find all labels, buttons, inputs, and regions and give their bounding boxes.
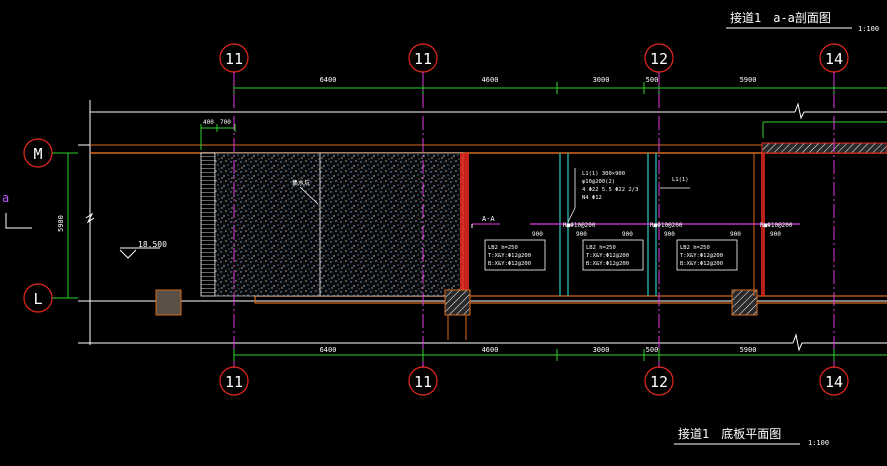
svg-text:T:X&Y:Φ12@200: T:X&Y:Φ12@200 — [586, 253, 629, 259]
svg-text:900: 900 — [770, 231, 781, 238]
svg-text:R■Φ10@200: R■Φ10@200 — [650, 222, 683, 229]
axis-bubble-bottom-12: 12 — [644, 366, 674, 396]
svg-text:900: 900 — [532, 231, 543, 238]
stair-ladder — [200, 152, 216, 297]
svg-text:11: 11 — [414, 50, 432, 68]
pit-region: 集水坑 — [214, 152, 469, 297]
axis-bubble-top-14: 14 — [819, 43, 849, 73]
section-mark-AA: A-A — [471, 215, 495, 228]
svg-text:6400: 6400 — [320, 346, 337, 354]
slab-box-3: LB2 h=250 T:X&Y:Φ12@200 B:X&Y:Φ12@200 — [676, 239, 738, 271]
svg-text:5900: 5900 — [740, 346, 757, 354]
svg-text:T:X&Y:Φ12@200: T:X&Y:Φ12@200 — [488, 253, 531, 259]
elevation-mark: 18.500 — [119, 240, 167, 259]
svg-text:500: 500 — [646, 346, 659, 354]
svg-text:R■Φ10@200: R■Φ10@200 — [760, 222, 793, 229]
title-top: 接道1 a-a剖面图 1:100 — [726, 10, 879, 33]
slab-box-2: LB2 h=250 T:X&Y:Φ12@200 B:X&Y:Φ12@200 — [582, 239, 644, 271]
axis-bubble-bottom-14: 14 — [819, 366, 849, 396]
svg-text:900: 900 — [576, 231, 587, 238]
svg-text:B:X&Y:Φ12@200: B:X&Y:Φ12@200 — [680, 261, 723, 267]
axis-bubble-bottom-11a: 11 — [219, 366, 249, 396]
axis-bubble-L: L — [23, 283, 53, 313]
svg-text:14: 14 — [825, 50, 843, 68]
svg-text:400: 400 — [203, 119, 214, 126]
axis-bubble-top-11a: 11 — [219, 43, 249, 73]
svg-text:11: 11 — [225, 50, 243, 68]
svg-text:R■Φ10@200: R■Φ10@200 — [563, 222, 596, 229]
svg-text:A-A: A-A — [482, 215, 495, 223]
rebar-marks: R■Φ10@200 R■Φ10@200 R■Φ10@200 900 900 90… — [532, 222, 793, 238]
svg-text:T:X&Y:Φ12@200: T:X&Y:Φ12@200 — [680, 253, 723, 259]
slab-box-1: LB2 h=250 T:X&Y:Φ12@200 B:X&Y:Φ12@200 — [484, 239, 546, 271]
svg-text:B:X&Y:Φ12@200: B:X&Y:Φ12@200 — [488, 261, 531, 267]
beam-note: L1(1) 300×900 φ10@200(2) 4 Φ22 5.5 Φ22 2… — [567, 168, 690, 223]
title-bottom: 接道1 底板平面图 1:100 — [674, 426, 829, 447]
svg-text:N4 Φ12: N4 Φ12 — [582, 195, 602, 201]
svg-text:B:X&Y:Φ12@200: B:X&Y:Φ12@200 — [586, 261, 629, 267]
svg-text:11: 11 — [414, 373, 432, 391]
axis-bubble-M: M — [23, 138, 53, 168]
svg-text:L1(1): L1(1) — [672, 177, 689, 183]
svg-text:a: a — [2, 191, 9, 205]
svg-text:12: 12 — [650, 373, 668, 391]
svg-text:900: 900 — [622, 231, 633, 238]
axis-bubbles-top: 11 11 12 14 — [219, 43, 849, 73]
column-blocks — [155, 153, 765, 340]
svg-text:700: 700 — [220, 119, 231, 126]
dimension-bottom: 6400 4600 3000 500 5900 — [233, 346, 887, 361]
dimension-small: 400 700 — [200, 119, 236, 150]
svg-text:LB2 h=250: LB2 h=250 — [586, 245, 616, 251]
axis-lines — [233, 72, 835, 368]
axis-bubbles-bottom: 11 11 12 14 — [219, 366, 849, 396]
section-mark-a: a — [2, 191, 32, 229]
svg-text:12: 12 — [650, 50, 668, 68]
svg-text:3000: 3000 — [593, 346, 610, 354]
svg-text:900: 900 — [664, 231, 675, 238]
svg-text:4 Φ22 5.5 Φ22 2/3: 4 Φ22 5.5 Φ22 2/3 — [582, 187, 638, 193]
title-bottom-text: 接道1 底板平面图 — [678, 426, 781, 441]
svg-text:M: M — [33, 145, 42, 163]
dim-vertical: 5900 — [57, 215, 65, 232]
pit-label: 集水坑 — [292, 179, 310, 187]
svg-text:4600: 4600 — [482, 346, 499, 354]
svg-text:L: L — [33, 290, 42, 308]
svg-text:900: 900 — [730, 231, 741, 238]
dimension-top: 6400 4600 3000 500 5900 — [233, 76, 887, 94]
svg-text:4600: 4600 — [482, 76, 499, 84]
svg-text:14: 14 — [825, 373, 843, 391]
svg-text:18.500: 18.500 — [138, 240, 167, 249]
svg-text:LB2 h=250: LB2 h=250 — [488, 245, 518, 251]
title-bottom-scale: 1:100 — [808, 439, 829, 447]
svg-text:6400: 6400 — [320, 76, 337, 84]
svg-text:φ10@200(2): φ10@200(2) — [582, 179, 615, 185]
axis-bubble-bottom-11b: 11 — [408, 366, 438, 396]
svg-text:LB2 h=250: LB2 h=250 — [680, 245, 710, 251]
axis-bubble-top-12: 12 — [644, 43, 674, 73]
svg-text:11: 11 — [225, 373, 243, 391]
svg-text:500: 500 — [646, 76, 659, 84]
title-top-text: 接道1 a-a剖面图 — [730, 10, 831, 25]
svg-text:3000: 3000 — [593, 76, 610, 84]
svg-text:5900: 5900 — [740, 76, 757, 84]
axis-bubble-top-11b: 11 — [408, 43, 438, 73]
svg-text:L1(1) 300×900: L1(1) 300×900 — [582, 171, 625, 177]
title-top-scale: 1:100 — [858, 25, 879, 33]
axis-bubbles-left: M L 5900 — [23, 138, 95, 313]
slab-boxes: LB2 h=250 T:X&Y:Φ12@200 B:X&Y:Φ12@200 LB… — [484, 239, 738, 271]
